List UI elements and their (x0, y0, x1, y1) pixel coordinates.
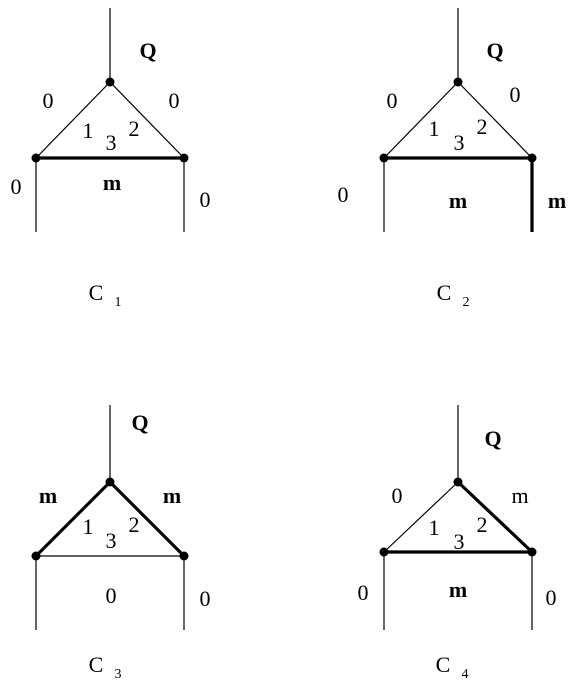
c2-inner-label-3: 3 (454, 130, 465, 155)
c4-apex-vertex (453, 477, 463, 487)
c3-right-vertex (179, 551, 189, 561)
c3-right-side-label: m (163, 483, 181, 508)
c1-right-side (109, 81, 185, 159)
c2-left-vertex (379, 153, 389, 163)
c4-bottom-label: m (449, 577, 467, 602)
c1-inner-label-3: 3 (106, 130, 117, 155)
c1-apex-vertex (105, 77, 115, 87)
c4-right-side (456, 480, 534, 554)
c3-inner-label-1: 1 (83, 514, 94, 539)
c2-right-vertex (527, 153, 537, 163)
c3-right-leg-label: 0 (200, 586, 211, 611)
c2-inner-label-1: 1 (429, 116, 440, 141)
c1-right-vertex (179, 153, 189, 163)
c2-right-leg-label: m (548, 188, 566, 213)
c2-right-side-label: 0 (510, 82, 521, 107)
c2-inner-label-2: 2 (477, 114, 488, 139)
c4-inner-label-2: 2 (477, 512, 488, 537)
c1-left-side-label: 0 (43, 88, 54, 113)
c1-left-leg-label: 0 (11, 174, 22, 199)
c4-caption-subscript: 4 (462, 667, 469, 682)
c2-left-side (383, 81, 459, 159)
c2-bottom-label: m (449, 188, 467, 213)
c2-caption: C (437, 280, 452, 305)
c4-left-vertex (379, 547, 389, 557)
c4-left-side (383, 481, 459, 553)
c4-top-label: Q (484, 426, 501, 451)
c3-left-vertex (31, 551, 41, 561)
c1-caption-subscript: 1 (115, 295, 122, 310)
c3-right-side (108, 480, 186, 558)
c4-inner-label-3: 3 (454, 529, 465, 554)
c3-apex-vertex (105, 477, 115, 487)
c1-inner-label-1: 1 (83, 118, 94, 143)
c4-right-vertex (527, 547, 537, 557)
c3-caption: C (89, 652, 104, 677)
c2-top-label: Q (486, 38, 503, 63)
c4-inner-label-1: 1 (429, 515, 440, 540)
c2-caption-subscript: 2 (463, 295, 470, 310)
c2-left-side-label: 0 (387, 88, 398, 113)
c2-apex-vertex (453, 77, 463, 87)
c3-top-label: Q (131, 410, 148, 435)
c4-right-side-label: m (511, 483, 528, 508)
c4-left-leg-label: 0 (358, 580, 369, 605)
c3-left-side (34, 480, 112, 558)
c4-left-side-label: 0 (392, 483, 403, 508)
c4-right-leg-label: 0 (546, 585, 557, 610)
c4-caption: C (436, 652, 451, 677)
c1-bottom-label: m (103, 170, 121, 195)
c1-right-side-label: 0 (169, 88, 180, 113)
c3-caption-subscript: 3 (115, 667, 122, 682)
c1-right-leg-label: 0 (200, 187, 211, 212)
c1-caption: C (89, 280, 104, 305)
c1-left-vertex (31, 153, 41, 163)
c2-right-side (457, 81, 533, 159)
c3-left-side-label: m (39, 483, 57, 508)
c1-inner-label-2: 2 (129, 116, 140, 141)
c3-inner-label-3: 3 (106, 528, 117, 553)
c1-left-side (35, 81, 111, 159)
c1-top-label: Q (139, 38, 156, 63)
c3-inner-label-2: 2 (129, 512, 140, 537)
c2-left-leg-label: 0 (338, 182, 349, 207)
c3-bottom-label: 0 (106, 583, 117, 608)
